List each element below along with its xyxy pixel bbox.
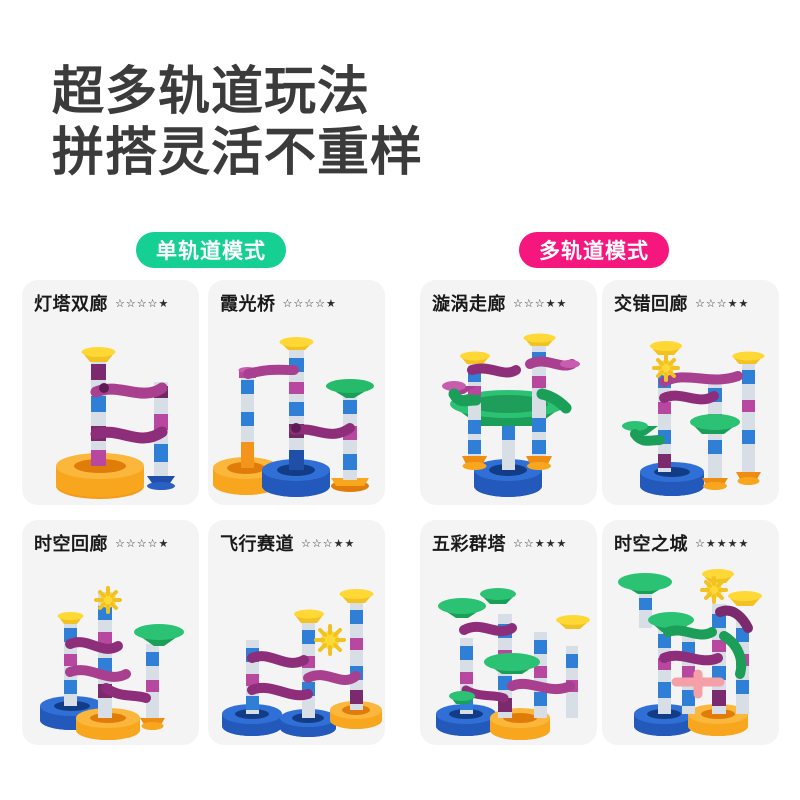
difficulty-stars: ☆☆☆☆★ [282, 297, 336, 310]
badge-multi-track-label: 多轨道模式 [539, 240, 649, 263]
star-empty: ☆ [523, 537, 534, 550]
card-header: 时空之城 ☆★★★★ [614, 532, 771, 554]
star-filled: ★ [716, 537, 727, 550]
star-empty: ☆ [293, 297, 304, 310]
star-filled: ★ [545, 537, 556, 550]
card-title: 时空回廊 [34, 534, 108, 554]
model-card[interactable]: 时空之城 ☆★★★★ [602, 520, 779, 745]
star-empty: ☆ [304, 297, 315, 310]
star-filled: ★ [545, 297, 556, 310]
star-filled: ★ [738, 537, 749, 550]
card-header: 五彩群塔 ☆☆★★★ [432, 532, 589, 554]
star-filled: ★ [738, 297, 749, 310]
star-empty: ☆ [136, 297, 147, 310]
star-empty: ☆ [282, 297, 293, 310]
star-empty: ☆ [705, 297, 716, 310]
star-empty: ☆ [695, 537, 705, 550]
star-empty: ☆ [115, 297, 125, 310]
star-filled: ★ [556, 297, 567, 310]
card-header: 霞光桥 ☆☆☆☆★ [220, 292, 377, 314]
star-filled: ★ [326, 297, 336, 310]
difficulty-stars: ☆☆☆★★ [695, 297, 749, 310]
mode-badges: 单轨道模式 多轨道模式 [0, 232, 800, 272]
model-card[interactable]: 交错回廊 ☆☆☆★★ [602, 280, 779, 505]
card-header: 灯塔双廊 ☆☆☆☆★ [34, 292, 191, 314]
badge-multi-track: 多轨道模式 [519, 232, 669, 268]
star-empty: ☆ [147, 537, 158, 550]
marble-run-illustration [602, 308, 779, 505]
card-title: 飞行赛道 [220, 534, 294, 554]
card-title: 时空之城 [614, 534, 688, 554]
star-empty: ☆ [513, 297, 523, 310]
model-card[interactable]: 五彩群塔 ☆☆★★★ [420, 520, 597, 745]
headline-line-2: 拼搭灵活不重样 [52, 124, 424, 183]
difficulty-stars: ☆☆☆☆★ [115, 537, 169, 550]
marble-run-illustration [420, 548, 597, 745]
star-empty: ☆ [147, 297, 158, 310]
star-empty: ☆ [136, 537, 147, 550]
star-empty: ☆ [513, 537, 523, 550]
card-title: 灯塔双廊 [34, 294, 108, 314]
marble-run-illustration [22, 548, 199, 745]
card-header: 时空回廊 ☆☆☆☆★ [34, 532, 191, 554]
model-card[interactable]: 时空回廊 ☆☆☆☆★ [22, 520, 199, 745]
page-headline: 超多轨道玩法 拼搭灵活不重样 [52, 62, 423, 185]
star-filled: ★ [727, 297, 738, 310]
star-empty: ☆ [523, 297, 534, 310]
star-empty: ☆ [315, 297, 325, 310]
star-filled: ★ [344, 537, 355, 550]
model-card[interactable]: 飞行赛道 ☆☆☆★★ [208, 520, 385, 745]
badge-single-track: 单轨道模式 [136, 232, 286, 268]
star-empty: ☆ [125, 537, 136, 550]
star-empty: ☆ [301, 537, 311, 550]
star-filled: ★ [556, 537, 567, 550]
marble-run-illustration [22, 308, 199, 505]
badge-single-track-label: 单轨道模式 [156, 240, 266, 263]
star-filled: ★ [158, 297, 169, 310]
difficulty-stars: ☆★★★★ [695, 537, 749, 550]
star-empty: ☆ [311, 537, 322, 550]
star-empty: ☆ [716, 297, 727, 310]
card-title: 霞光桥 [220, 294, 276, 314]
card-title: 漩涡走廊 [432, 294, 506, 314]
card-title: 交错回廊 [614, 294, 688, 314]
headline-line-1: 超多轨道玩法 [52, 63, 371, 121]
star-filled: ★ [705, 537, 716, 550]
star-empty: ☆ [125, 297, 136, 310]
difficulty-stars: ☆☆☆★★ [301, 537, 355, 550]
model-card-grid: 灯塔双廊 ☆☆☆☆★ [0, 280, 800, 750]
card-title: 五彩群塔 [432, 534, 506, 554]
model-card[interactable]: 灯塔双廊 ☆☆☆☆★ [22, 280, 199, 505]
difficulty-stars: ☆☆★★★ [513, 537, 567, 550]
card-header: 漩涡走廊 ☆☆☆★★ [432, 292, 589, 314]
marble-run-illustration [420, 308, 597, 505]
card-header: 飞行赛道 ☆☆☆★★ [220, 532, 377, 554]
star-empty: ☆ [322, 537, 333, 550]
card-header: 交错回廊 ☆☆☆★★ [614, 292, 771, 314]
marble-run-illustration [602, 548, 779, 745]
marble-run-illustration [208, 308, 385, 505]
star-empty: ☆ [534, 297, 545, 310]
difficulty-stars: ☆☆☆★★ [513, 297, 567, 310]
star-empty: ☆ [695, 297, 705, 310]
star-filled: ★ [158, 537, 169, 550]
model-card[interactable]: 霞光桥 ☆☆☆☆★ [208, 280, 385, 505]
star-filled: ★ [333, 537, 344, 550]
star-filled: ★ [534, 537, 545, 550]
difficulty-stars: ☆☆☆☆★ [115, 297, 169, 310]
star-empty: ☆ [115, 537, 125, 550]
star-filled: ★ [727, 537, 738, 550]
marble-run-illustration [208, 548, 385, 745]
model-card[interactable]: 漩涡走廊 ☆☆☆★★ [420, 280, 597, 505]
